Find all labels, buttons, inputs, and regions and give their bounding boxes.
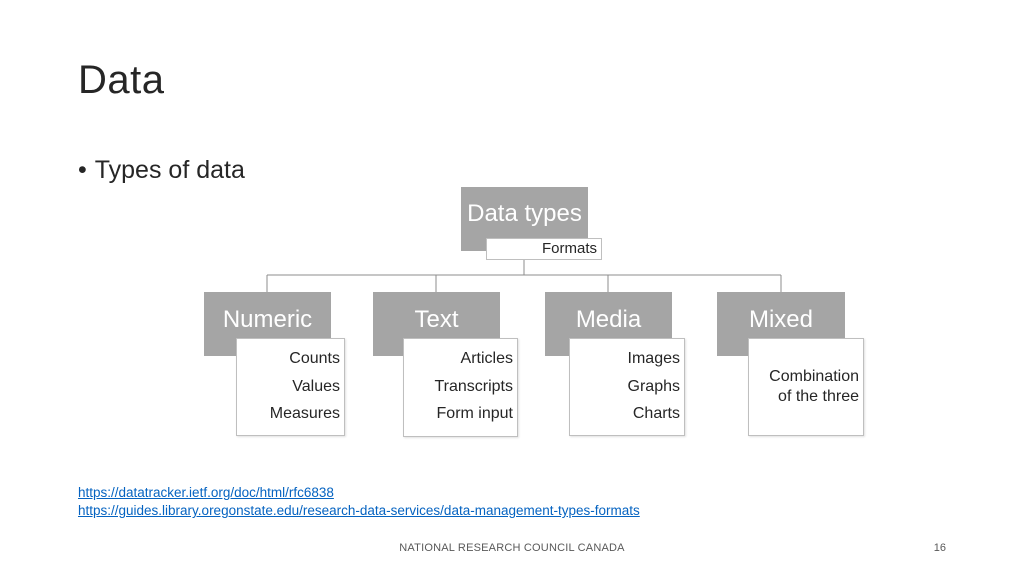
list-item: Articles xyxy=(460,350,513,367)
node-text-label: Text xyxy=(414,306,459,333)
node-media-label: Media xyxy=(575,306,642,333)
node-data-types-label: Data types xyxy=(467,200,582,227)
node-numeric-label: Numeric xyxy=(222,306,313,333)
list-item: Graphs xyxy=(627,377,680,395)
node-media-items: Images Graphs Charts xyxy=(569,338,685,436)
node-text-items: Articles Transcripts Form input xyxy=(403,338,518,437)
page-number: 16 xyxy=(933,542,946,554)
node-mixed-label: Mixed xyxy=(748,306,814,333)
list-item: Form input xyxy=(436,405,513,422)
link-rfc6838[interactable]: https://datatracker.ietf.org/doc/html/rf… xyxy=(78,485,334,500)
link-oregonstate-guide[interactable]: https://guides.library.oregonstate.edu/r… xyxy=(78,503,640,518)
list-item: Transcripts xyxy=(434,377,513,395)
node-data-types-sub: Formats xyxy=(486,238,602,260)
reference-links: https://datatracker.ietf.org/doc/html/rf… xyxy=(78,484,640,520)
list-item: of the three xyxy=(778,388,859,405)
node-mixed-items: Combination of the three xyxy=(748,338,864,436)
list-item: Images xyxy=(627,350,680,367)
footer-org: NATIONAL RESEARCH COUNCIL CANADA xyxy=(399,542,625,554)
bullet-item: •Types of data xyxy=(78,156,245,185)
list-item: Charts xyxy=(632,405,680,422)
list-item: Counts xyxy=(289,350,340,367)
list-item: Measures xyxy=(269,405,340,422)
list-item: Combination xyxy=(769,368,859,385)
bullet-symbol: • xyxy=(78,156,87,184)
slide-title: Data xyxy=(78,58,165,102)
node-data-types: Data types xyxy=(461,187,588,251)
node-numeric-items: Counts Values Measures xyxy=(236,338,345,436)
list-item: Values xyxy=(292,377,340,395)
bullet-text: Types of data xyxy=(94,156,245,184)
